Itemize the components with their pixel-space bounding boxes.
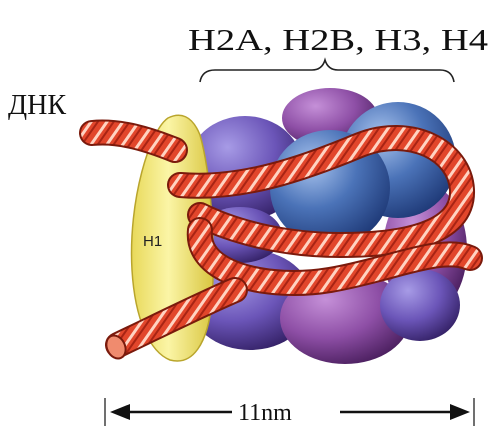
- dna-label: ДНК: [8, 90, 66, 121]
- histone-brace: [200, 60, 454, 82]
- histone-label: H2A, H2B, H3, H4: [188, 22, 489, 57]
- dimension-line: 11nm: [105, 398, 474, 426]
- arrow-left-icon: [110, 404, 130, 420]
- histone-lower-right: [380, 269, 460, 341]
- dimension-label: 11nm: [238, 400, 292, 426]
- arrow-right-icon: [450, 404, 470, 420]
- h1-label: H1: [143, 233, 162, 250]
